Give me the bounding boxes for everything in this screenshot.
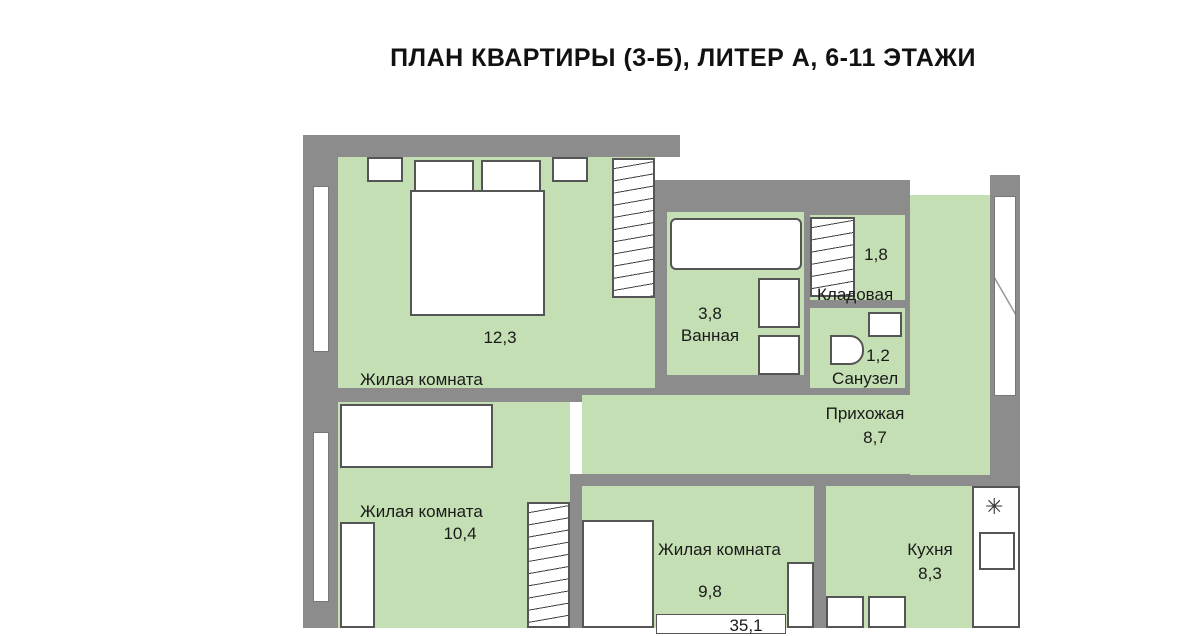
washing-machine [758, 335, 800, 375]
plan-title: ПЛАН КВАРТИРЫ (3-Б), ЛИТЕР А, 6-11 ЭТАЖИ [390, 44, 976, 72]
kitchen-name: Кухня [907, 540, 953, 559]
room2-name: Жилая комната [360, 502, 483, 521]
wardrobe-bedroom [612, 158, 655, 298]
desk [340, 522, 375, 628]
wall-kitchen-divider [814, 480, 826, 628]
room3-name: Жилая комната [658, 540, 781, 559]
pillow-right [481, 160, 541, 192]
room3-area: 9,8 [698, 582, 722, 601]
window-left-1 [313, 186, 329, 352]
toilet [830, 335, 864, 365]
room2-area: 10,4 [443, 524, 477, 543]
bed-single [340, 404, 493, 468]
storage-name: Кладовая [817, 285, 894, 304]
storage-shelves [810, 217, 855, 297]
hallway-area: 8,7 [863, 428, 887, 447]
balcony-door [994, 196, 1016, 396]
bedroom-name: Жилая комната [360, 370, 483, 389]
kitchen-sink [979, 532, 1015, 570]
kitchen-area: 8,3 [918, 564, 942, 583]
wc-area: 1,2 [866, 346, 890, 365]
wardrobe-room2 [527, 502, 570, 628]
window-left-2 [313, 432, 329, 602]
bathroom-area: 3,8 [698, 304, 722, 323]
bathtub [670, 218, 802, 270]
dining-chair-1 [826, 596, 864, 628]
room-hallway [582, 395, 990, 474]
nightstand-left [367, 157, 403, 182]
bed [410, 190, 545, 316]
dining-chair-2 [868, 596, 906, 628]
sofa [582, 520, 654, 628]
stove-icon: ✳ [985, 494, 1004, 519]
hallway-name: Прихожая [825, 404, 905, 423]
wc-sink [868, 312, 902, 337]
storage-area: 1,8 [864, 245, 888, 264]
total-area: 35,1 [729, 616, 763, 635]
bedroom-area: 12,3 [483, 328, 517, 347]
wall-room-divider [570, 474, 582, 628]
wall-lower [570, 474, 1000, 486]
wc-name: Санузел [832, 369, 899, 388]
tv-stand [787, 562, 814, 628]
nightstand-right [552, 157, 588, 182]
bathroom-name: Ванная [680, 326, 740, 345]
outer-wall-top [303, 135, 680, 157]
pillow-left [414, 160, 474, 192]
washbasin [758, 278, 800, 328]
